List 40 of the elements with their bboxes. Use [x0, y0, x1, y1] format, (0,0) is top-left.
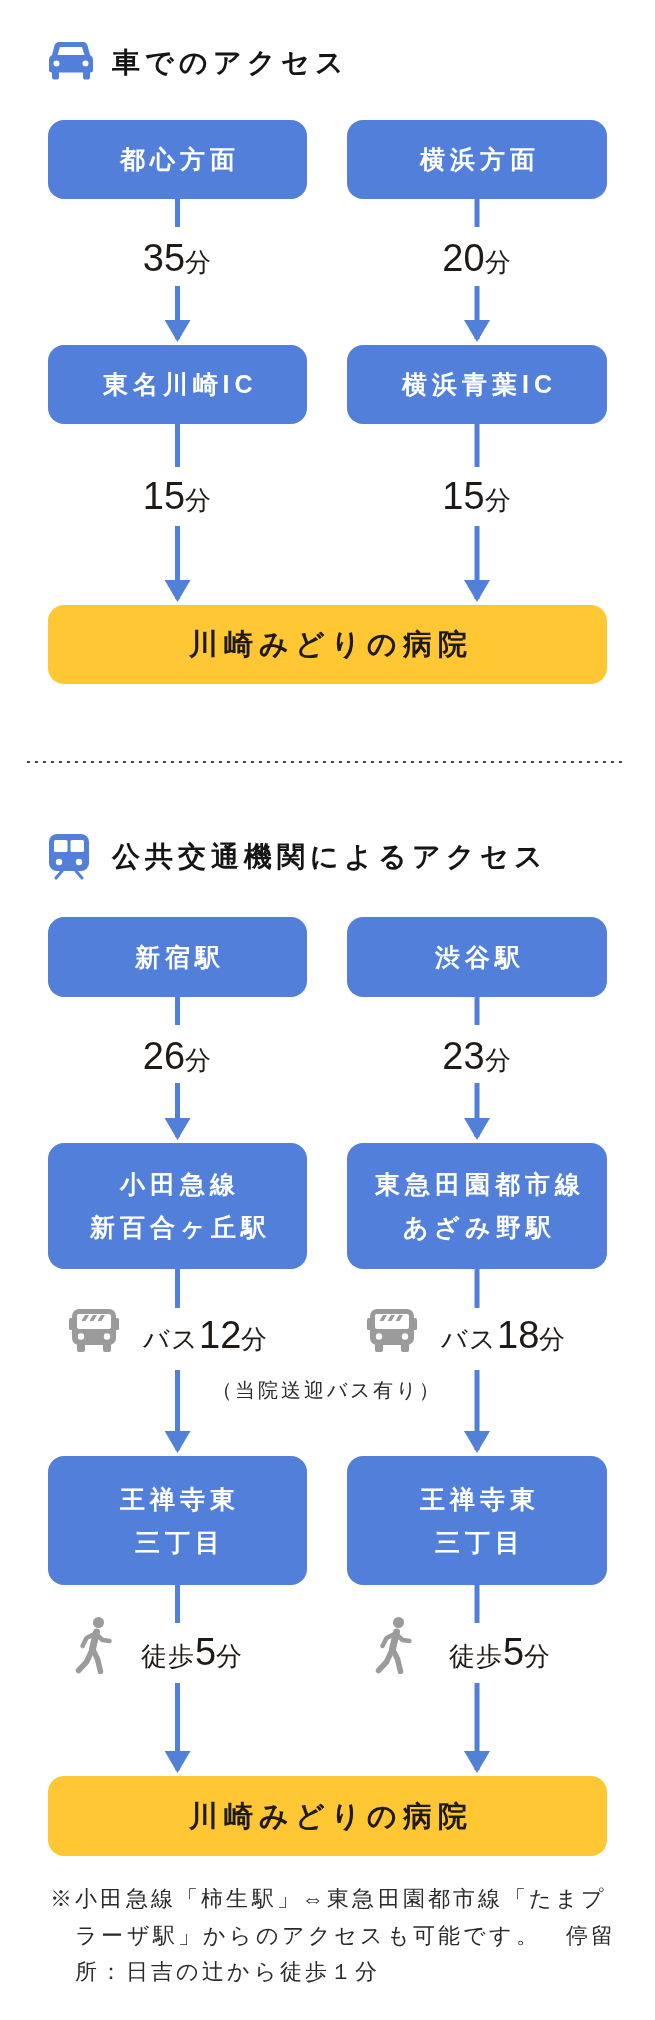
route-box: [48, 120, 307, 199]
destination-name: 川崎みどりの病院: [187, 1798, 473, 1834]
route-box: [48, 345, 307, 424]
arrow: [464, 1266, 490, 1453]
destination-box: [48, 1776, 607, 1856]
section-heading: 公共交通機関によるアクセス: [112, 840, 548, 874]
destination-name: 川崎みどりの病院: [187, 627, 473, 662]
arrow: [164, 196, 191, 342]
arrow: [164, 1582, 191, 1773]
route-box: [347, 1143, 607, 1269]
arrow: [464, 1582, 490, 1773]
station-name: 渋谷駅: [433, 941, 525, 973]
route-box: [48, 917, 307, 997]
line-name: 小田急線: [118, 1169, 240, 1200]
route-box: [347, 1456, 607, 1585]
section-heading: 車でのアクセス: [112, 46, 349, 80]
route-box: [347, 917, 607, 997]
stop-name: 王禅寺東三丁目: [418, 1483, 541, 1558]
footnote: ※小田急線「柿生駅」⇔東急田園都市線「たまプラーザ駅」からのアクセスも可能です。 停留所：日吉の辻から徒歩１分: [50, 1885, 618, 1986]
station-name: あざみ野駅: [402, 1212, 556, 1243]
arrow: [464, 421, 490, 602]
arrow: [164, 994, 191, 1140]
route-box: [48, 1143, 307, 1269]
interchange-name: 横浜青葉IC: [400, 369, 557, 400]
station-name: 新宿駅: [134, 941, 225, 973]
stop-name: 王禅寺東三丁目: [119, 1483, 241, 1558]
route-box: [48, 1456, 307, 1585]
place-name: 横浜方面: [418, 144, 540, 175]
station-name: 新百合ヶ丘駅: [88, 1212, 271, 1243]
arrow: [164, 421, 191, 602]
arrow: [164, 1266, 191, 1453]
line-name: 東急田園都市線: [373, 1169, 585, 1200]
arrow: [464, 196, 490, 342]
destination-box: [48, 605, 607, 684]
note-text: （当院送迎バス有り）: [212, 1378, 442, 1403]
arrow: [464, 994, 490, 1140]
place-name: 都心方面: [118, 144, 240, 175]
interchange-name: 東名川崎IC: [101, 369, 258, 400]
route-box: [347, 345, 607, 424]
route-box: [347, 120, 607, 199]
